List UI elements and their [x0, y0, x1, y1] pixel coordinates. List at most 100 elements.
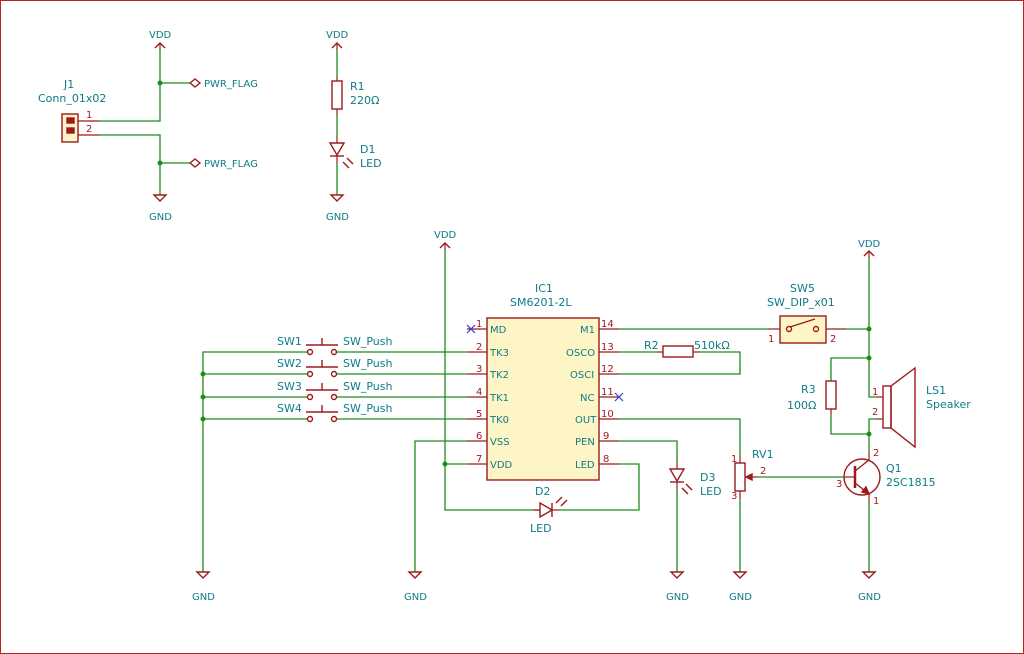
svg-text:VDD: VDD [490, 460, 513, 471]
sw1-push[interactable]: SW1 SW_Push [277, 335, 393, 356]
d1-led[interactable]: D1 LED [328, 136, 382, 170]
svg-text:3: 3 [836, 479, 842, 490]
svg-text:GND: GND [404, 592, 427, 603]
svg-text:2: 2 [873, 448, 879, 459]
gnd-symbol: GND [858, 571, 881, 603]
svg-text:2: 2 [760, 466, 766, 477]
svg-text:2: 2 [830, 334, 836, 345]
no-connect-md [466, 324, 476, 334]
svg-text:VSS: VSS [490, 437, 510, 448]
svg-text:TK3: TK3 [489, 348, 509, 359]
svg-text:5: 5 [476, 409, 482, 420]
d1-ref: D1 [360, 143, 375, 156]
r2-ref: R2 [644, 339, 659, 352]
ic1-ref: IC1 [535, 282, 553, 295]
svg-text:PWR_FLAG: PWR_FLAG [204, 159, 258, 170]
r1-resistor[interactable]: R1 220Ω [331, 76, 379, 116]
wire-sw-common [202, 351, 307, 572]
ls1-ref: LS1 [926, 384, 946, 397]
r1-value: 220Ω [350, 94, 379, 107]
svg-text:2: 2 [872, 407, 878, 418]
q1-value: 2SC1815 [886, 476, 936, 489]
r2-resistor[interactable]: R2 510kΩ [644, 339, 730, 358]
gnd-symbol: GND [404, 571, 427, 603]
svg-text:10: 10 [601, 409, 614, 420]
q1-ref: Q1 [886, 462, 902, 475]
sw5-ref: SW5 [790, 282, 815, 295]
junction [866, 355, 872, 361]
svg-text:OSCO: OSCO [566, 348, 595, 359]
svg-text:NC: NC [580, 393, 594, 404]
svg-text:1: 1 [476, 319, 482, 330]
junction [866, 326, 872, 332]
gnd-symbol: GND [666, 571, 689, 603]
wire-r3-bottom [830, 415, 869, 435]
svg-text:8: 8 [603, 454, 609, 465]
svg-text:VDD: VDD [434, 230, 457, 241]
svg-text:GND: GND [666, 592, 689, 603]
svg-text:SW_Push: SW_Push [343, 335, 393, 348]
vdd-symbol: VDD [434, 230, 457, 250]
rv1-potentiometer[interactable]: 1 3 2 RV1 [731, 448, 774, 502]
wire-j1-gnd [100, 134, 161, 195]
sw4-push[interactable]: SW4 SW_Push [277, 402, 393, 423]
wire-r3-top [830, 357, 869, 381]
d3-led[interactable]: D3 LED [668, 462, 722, 498]
d3-ref: D3 [700, 471, 715, 484]
svg-text:11: 11 [601, 387, 614, 398]
svg-text:14: 14 [601, 319, 614, 330]
svg-text:1: 1 [731, 454, 737, 465]
gnd-symbol: GND [729, 571, 752, 603]
svg-text:MD: MD [490, 325, 507, 336]
svg-text:1: 1 [873, 496, 879, 507]
svg-text:2: 2 [476, 342, 482, 353]
svg-text:PWR_FLAG: PWR_FLAG [204, 79, 258, 90]
svg-text:SW_Push: SW_Push [343, 380, 393, 393]
wire-j1-vdd [100, 50, 161, 122]
ic1-chip[interactable]: IC1 SM6201-2L 1 2 3 4 5 6 7 MD TK3 TK2 T… [467, 282, 619, 481]
gnd-symbol: GND [149, 194, 172, 223]
d2-led[interactable]: D2 LED [530, 485, 568, 535]
svg-text:13: 13 [601, 342, 614, 353]
j1-connector[interactable]: 1 2 J1 Conn_01x02 [38, 78, 106, 143]
sw3-push[interactable]: SW3 SW_Push [277, 380, 393, 401]
svg-text:1: 1 [872, 387, 878, 398]
ic1-left-pins: 1 2 3 4 5 6 7 MD TK3 TK2 TK1 TK0 VSS VDD [467, 319, 513, 471]
wire-r2-osci [619, 351, 741, 375]
sw5-value: SW_DIP_x01 [767, 296, 835, 309]
d2-value: LED [530, 522, 552, 535]
q1-transistor[interactable]: 2 1 3 Q1 2SC1815 [836, 448, 936, 507]
sw5-dip[interactable]: 1 2 SW5 SW_DIP_x01 [767, 282, 846, 345]
r3-value: 100Ω [787, 399, 816, 412]
svg-text:SW1: SW1 [277, 335, 302, 348]
j1-pin1-num: 1 [86, 110, 92, 121]
junction [200, 371, 206, 377]
rv1-ref: RV1 [752, 448, 774, 461]
svg-text:GND: GND [192, 592, 215, 603]
pwr-flag-1: PWR_FLAG [188, 78, 258, 90]
wire-d2-led [560, 463, 640, 511]
svg-text:3: 3 [731, 491, 737, 502]
svg-text:GND: GND [326, 212, 349, 223]
vdd-symbol: VDD [149, 30, 172, 50]
sw2-push[interactable]: SW2 SW_Push [277, 357, 393, 378]
svg-text:PEN: PEN [575, 437, 595, 448]
wire-speaker-q1 [868, 418, 876, 452]
svg-text:3: 3 [476, 364, 482, 375]
wire-out-rv1 [619, 418, 741, 455]
pwr-flag-2: PWR_FLAG [188, 158, 258, 170]
svg-text:OUT: OUT [575, 415, 597, 426]
ls1-speaker[interactable]: 1 2 LS1 Speaker [872, 366, 971, 449]
d2-ref: D2 [535, 485, 550, 498]
svg-text:1: 1 [768, 334, 774, 345]
r3-resistor[interactable]: R3 100Ω [787, 380, 837, 415]
svg-text:SW4: SW4 [277, 402, 302, 415]
svg-text:12: 12 [601, 364, 614, 375]
svg-text:LED: LED [575, 460, 595, 471]
vdd-symbol: VDD [326, 30, 349, 50]
wire-vss-gnd [414, 440, 467, 572]
vdd-symbol: VDD [858, 239, 881, 258]
gnd-symbol: GND [326, 194, 349, 223]
svg-text:SW3: SW3 [277, 380, 302, 393]
